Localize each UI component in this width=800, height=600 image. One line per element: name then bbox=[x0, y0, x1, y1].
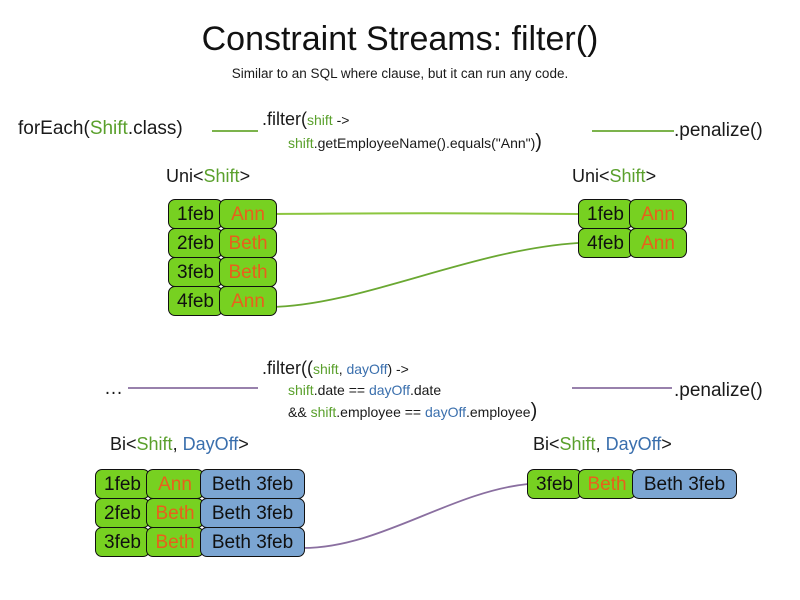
table-row[interactable]: 1feb Ann Beth 3feb bbox=[95, 469, 305, 499]
wire-bi-3feb bbox=[302, 483, 529, 549]
table-row[interactable]: 4feb Ann bbox=[578, 228, 687, 258]
cell-pair: Beth 3feb bbox=[200, 469, 305, 499]
filter-expression-2: .filter((shift, dayOff) -> shift.date ==… bbox=[262, 358, 537, 423]
filter2-line1: .filter((shift, dayOff) -> bbox=[262, 358, 537, 380]
cell-name: Ann bbox=[629, 199, 687, 229]
bi-output-card-stack: 3feb Beth Beth 3feb bbox=[527, 469, 737, 499]
filter-expression-1: .filter(shift -> shift.getEmployeeName()… bbox=[262, 108, 542, 154]
filter2-line2: shift.date == dayOff.date bbox=[262, 380, 537, 401]
cell-name: Beth bbox=[219, 228, 277, 258]
filter2-l3-var1: shift bbox=[310, 404, 337, 420]
filter2-l2-mid: .date == bbox=[313, 382, 369, 398]
filter2-l3-op: && bbox=[288, 404, 311, 420]
filter2-method: .filter(( bbox=[262, 358, 313, 378]
table-row[interactable]: 1feb Ann bbox=[578, 199, 687, 229]
table-row[interactable]: 2feb Beth bbox=[168, 228, 277, 258]
bi-left-comma: , bbox=[172, 434, 183, 454]
penalize-expression-2: .penalize() bbox=[674, 380, 763, 401]
cell-name: Ann bbox=[219, 286, 277, 316]
table-row[interactable]: 2feb Beth Beth 3feb bbox=[95, 498, 305, 528]
cell-pair: Beth 3feb bbox=[200, 498, 305, 528]
stream-type-label-bi-output: Bi<Shift, DayOff> bbox=[533, 434, 672, 455]
stream-type-label-bi-input: Bi<Shift, DayOff> bbox=[110, 434, 249, 455]
bi-input-card-stack: 1feb Ann Beth 3feb 2feb Beth Beth 3feb 3… bbox=[95, 469, 305, 557]
table-row[interactable]: 4feb Ann bbox=[168, 286, 277, 316]
cell-date: 3feb bbox=[95, 527, 150, 557]
table-row[interactable]: 3feb Beth Beth 3feb bbox=[95, 527, 305, 557]
bi-left-prefix: Bi< bbox=[110, 434, 137, 454]
cell-name: Beth bbox=[578, 469, 636, 499]
cell-date: 3feb bbox=[527, 469, 582, 499]
wire-uni-4feb bbox=[269, 242, 579, 308]
cell-pair: Beth 3feb bbox=[200, 527, 305, 557]
cell-date: 4feb bbox=[168, 286, 223, 316]
cell-date: 4feb bbox=[578, 228, 633, 258]
filter2-close-paren: ) bbox=[530, 400, 538, 422]
bi-left-type2: DayOff bbox=[182, 434, 239, 454]
uni-left-type: Shift bbox=[203, 166, 240, 186]
bi-right-comma: , bbox=[595, 434, 606, 454]
filter2-line3: && shift.employee == dayOff.employee) bbox=[262, 401, 537, 423]
filter1-close-paren: ) bbox=[535, 131, 542, 153]
uni-right-prefix: Uni< bbox=[572, 166, 610, 186]
filter2-l3-mid: .employee == bbox=[336, 404, 425, 420]
cell-name: Beth bbox=[146, 498, 204, 528]
uni-input-card-stack: 1feb Ann 2feb Beth 3feb Beth 4feb Ann bbox=[168, 199, 277, 316]
cell-name: Ann bbox=[629, 228, 687, 258]
bi-right-suffix: > bbox=[661, 434, 672, 454]
bi-left-suffix: > bbox=[238, 434, 249, 454]
uni-right-type: Shift bbox=[609, 166, 646, 186]
filter1-line1: .filter(shift -> bbox=[262, 108, 542, 131]
cell-pair: Beth 3feb bbox=[632, 469, 737, 499]
table-row[interactable]: 1feb Ann bbox=[168, 199, 277, 229]
filter2-l2-var1: shift bbox=[288, 382, 314, 398]
cell-date: 1feb bbox=[168, 199, 223, 229]
filter2-l3-var2: dayOff bbox=[425, 404, 466, 420]
upstream-ellipsis: … bbox=[104, 378, 125, 399]
bi-right-prefix: Bi< bbox=[533, 434, 560, 454]
table-row[interactable]: 3feb Beth Beth 3feb bbox=[527, 469, 737, 499]
stream-type-label-uni-input: Uni<Shift> bbox=[166, 166, 250, 187]
filter1-method: .filter( bbox=[262, 109, 307, 129]
cell-date: 2feb bbox=[168, 228, 223, 258]
cell-name: Beth bbox=[146, 527, 204, 557]
filter2-param-dayoff: dayOff bbox=[346, 361, 388, 377]
cell-date: 1feb bbox=[95, 469, 150, 499]
uni-left-suffix: > bbox=[239, 166, 251, 186]
foreach-expression: forEach(Shift.class) bbox=[18, 118, 183, 140]
bi-right-type1: Shift bbox=[559, 434, 596, 454]
cell-date: 2feb bbox=[95, 498, 150, 528]
filter2-l2-end: .date bbox=[409, 382, 442, 398]
filter2-arrow: ) -> bbox=[387, 361, 409, 377]
cell-date: 1feb bbox=[578, 199, 633, 229]
cell-name: Beth bbox=[219, 257, 277, 287]
wire-uni-1feb bbox=[269, 212, 579, 215]
foreach-prefix: forEach( bbox=[18, 118, 90, 139]
filter1-arrow: -> bbox=[332, 112, 350, 128]
filter2-l3-end: .employee bbox=[466, 404, 531, 420]
filter2-param-comma: , bbox=[338, 361, 347, 377]
uni-right-suffix: > bbox=[645, 166, 657, 186]
foreach-suffix: .class) bbox=[127, 118, 183, 139]
filter2-param-shift: shift bbox=[313, 361, 339, 377]
filter1-param-shift: shift bbox=[307, 112, 333, 128]
page-subtitle: Similar to an SQL where clause, but it c… bbox=[231, 66, 569, 81]
filter2-l2-var2: dayOff bbox=[368, 382, 410, 398]
filter1-line2: shift.getEmployeeName().equals("Ann")) bbox=[262, 131, 542, 154]
filter1-body-var: shift bbox=[288, 135, 314, 151]
uni-output-card-stack: 1feb Ann 4feb Ann bbox=[578, 199, 687, 258]
table-row[interactable]: 3feb Beth bbox=[168, 257, 277, 287]
uni-left-prefix: Uni< bbox=[166, 166, 204, 186]
cell-name: Ann bbox=[219, 199, 277, 229]
bi-right-type2: DayOff bbox=[605, 434, 662, 454]
filter1-body-code: .getEmployeeName().equals("Ann") bbox=[313, 135, 536, 151]
cell-name: Ann bbox=[146, 469, 204, 499]
stream-type-label-uni-output: Uni<Shift> bbox=[572, 166, 656, 187]
penalize-expression-1: .penalize() bbox=[674, 120, 763, 141]
foreach-type: Shift bbox=[89, 118, 128, 139]
cell-date: 3feb bbox=[168, 257, 223, 287]
page-title: Constraint Streams: filter() bbox=[201, 20, 599, 58]
bi-left-type1: Shift bbox=[136, 434, 173, 454]
